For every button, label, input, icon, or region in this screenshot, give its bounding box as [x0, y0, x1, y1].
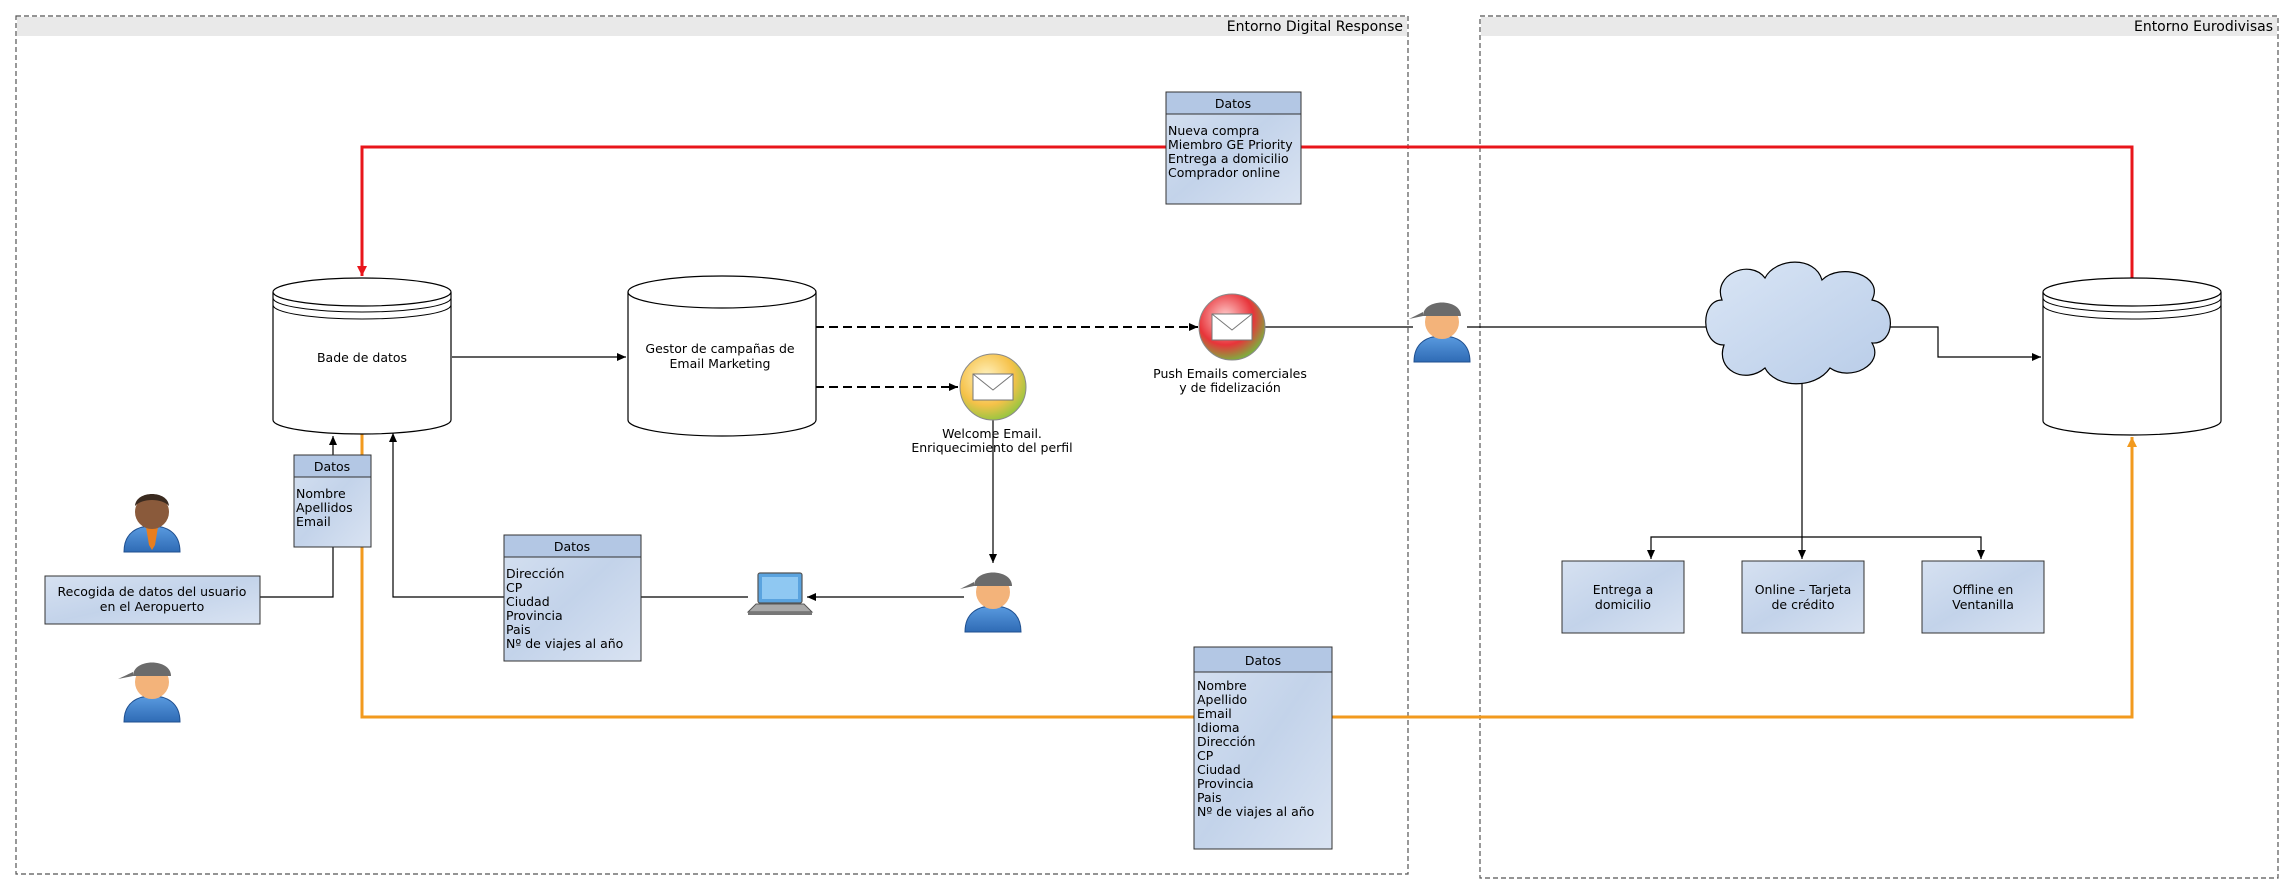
- datos-box-top-item: Comprador online: [1168, 165, 1280, 180]
- database-eurodivisas: [2042, 277, 2222, 436]
- online-label-line2: de crédito: [1772, 597, 1835, 612]
- datos-box-top-item: Entrega a domicilio: [1168, 151, 1289, 166]
- welcome-email-label-line2: Enriquecimiento del perfil: [911, 440, 1072, 455]
- container-title-eurodivisas: Entorno Eurodivisas: [2134, 19, 2273, 35]
- datos-box-top-item: Nueva compra: [1168, 123, 1259, 138]
- datos-box-bottom-item: Ciudad: [1197, 762, 1241, 777]
- entrega-label-line2: domicilio: [1595, 597, 1651, 612]
- datos-box-middle-item: Provincia: [506, 608, 563, 623]
- person-icon-cap-left: [118, 662, 181, 723]
- datos-box-bottom-item: CP: [1197, 748, 1214, 763]
- datos-box-small-item: Email: [296, 514, 331, 529]
- datos-box-top-item: Miembro GE Priority: [1168, 137, 1293, 152]
- push-email-label-line2: y de fidelización: [1179, 380, 1281, 395]
- recogida-label-line2: en el Aeropuerto: [100, 599, 205, 614]
- push-email-icon: [1198, 293, 1266, 361]
- datos-box-bottom-title: Datos: [1245, 653, 1281, 668]
- datos-box-bottom: Datos Nombre Apellido Email Idioma Direc…: [1193, 646, 1333, 850]
- container-title-digital-response: Entorno Digital Response: [1227, 19, 1403, 35]
- person-icon-cap-middle: [960, 572, 1022, 633]
- database-gestor: Gestor de campañas de Email Marketing: [627, 275, 817, 437]
- entrega-label-line1: Entrega a: [1593, 582, 1654, 597]
- person-icon-tie: [123, 494, 181, 553]
- datos-box-middle-item: Ciudad: [506, 594, 550, 609]
- container-digital-response: Entorno Digital Response: [15, 15, 1409, 875]
- datos-box-small: Datos Nombre Apellidos Email: [293, 454, 372, 548]
- offline-label-line1: Offline en: [1953, 582, 2014, 597]
- person-icon-cap-right: [1409, 302, 1471, 363]
- welcome-email-icon: [959, 353, 1027, 421]
- datos-box-bottom-item: Idioma: [1197, 720, 1240, 735]
- welcome-email-label-line1: Welcome Email.: [942, 426, 1042, 441]
- entrega-box: Entrega a domicilio: [1561, 560, 1685, 634]
- datos-box-small-item: Nombre: [296, 486, 346, 501]
- datos-box-bottom-item: Provincia: [1197, 776, 1254, 791]
- datos-box-small-title: Datos: [314, 459, 350, 474]
- datos-box-middle-title: Datos: [554, 539, 590, 554]
- offline-box: Offline en Ventanilla: [1921, 560, 2045, 634]
- push-email-label-line1: Push Emails comerciales: [1153, 366, 1307, 381]
- recogida-box: Recogida de datos del usuario en el Aero…: [44, 575, 261, 625]
- online-box: Online – Tarjeta de crédito: [1741, 560, 1865, 634]
- datos-box-bottom-item: Nombre: [1197, 678, 1247, 693]
- database-left-label: Bade de datos: [317, 350, 407, 365]
- datos-box-bottom-item: Pais: [1197, 790, 1222, 805]
- online-label-line1: Online – Tarjeta: [1755, 582, 1852, 597]
- datos-box-top-title: Datos: [1215, 96, 1251, 111]
- offline-label-line2: Ventanilla: [1952, 597, 2014, 612]
- datos-box-bottom-item: Email: [1197, 706, 1232, 721]
- database-left: Bade de datos: [272, 277, 452, 435]
- datos-box-middle-item: Dirección: [506, 566, 564, 581]
- datos-box-small-item: Apellidos: [296, 500, 353, 515]
- datos-box-bottom-item: Apellido: [1197, 692, 1247, 707]
- datos-box-bottom-item: Dirección: [1197, 734, 1255, 749]
- laptop-icon: [746, 572, 814, 615]
- container-eurodivisas: Entorno Eurodivisas: [1479, 15, 2279, 879]
- cloud-icon: [1705, 261, 1891, 385]
- datos-box-middle-item: CP: [506, 580, 523, 595]
- datos-box-middle-item: Pais: [506, 622, 531, 637]
- datos-box-middle-item: Nº de viajes al año: [506, 636, 623, 651]
- datos-box-middle: Datos Dirección CP Ciudad Provincia Pais…: [503, 534, 642, 662]
- datos-box-top: Datos Nueva compra Miembro GE Priority E…: [1165, 91, 1302, 205]
- datos-box-bottom-item: Nº de viajes al año: [1197, 804, 1314, 819]
- recogida-label-line1: Recogida de datos del usuario: [58, 584, 247, 599]
- gestor-label-line1: Gestor de campañas de: [645, 341, 794, 356]
- gestor-label-line2: Email Marketing: [670, 356, 771, 371]
